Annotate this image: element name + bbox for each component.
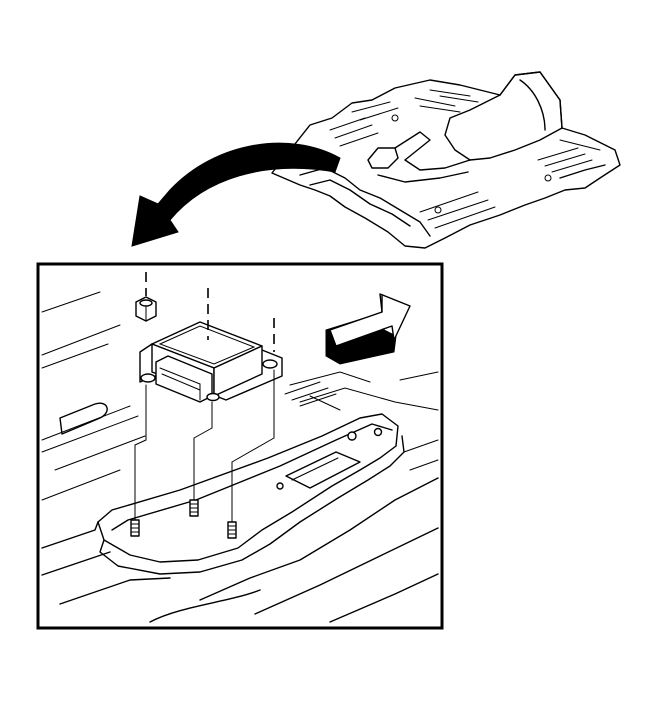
location-arrow bbox=[131, 142, 341, 247]
detail-frame bbox=[36, 262, 444, 630]
sdm-module bbox=[139, 321, 283, 403]
detail-view bbox=[41, 291, 439, 623]
alignment-lines bbox=[134, 272, 275, 523]
mounting-studs bbox=[130, 499, 237, 539]
direction-arrow bbox=[325, 293, 411, 365]
floor-panel-overview bbox=[271, 71, 621, 249]
retaining-nut bbox=[135, 296, 157, 322]
